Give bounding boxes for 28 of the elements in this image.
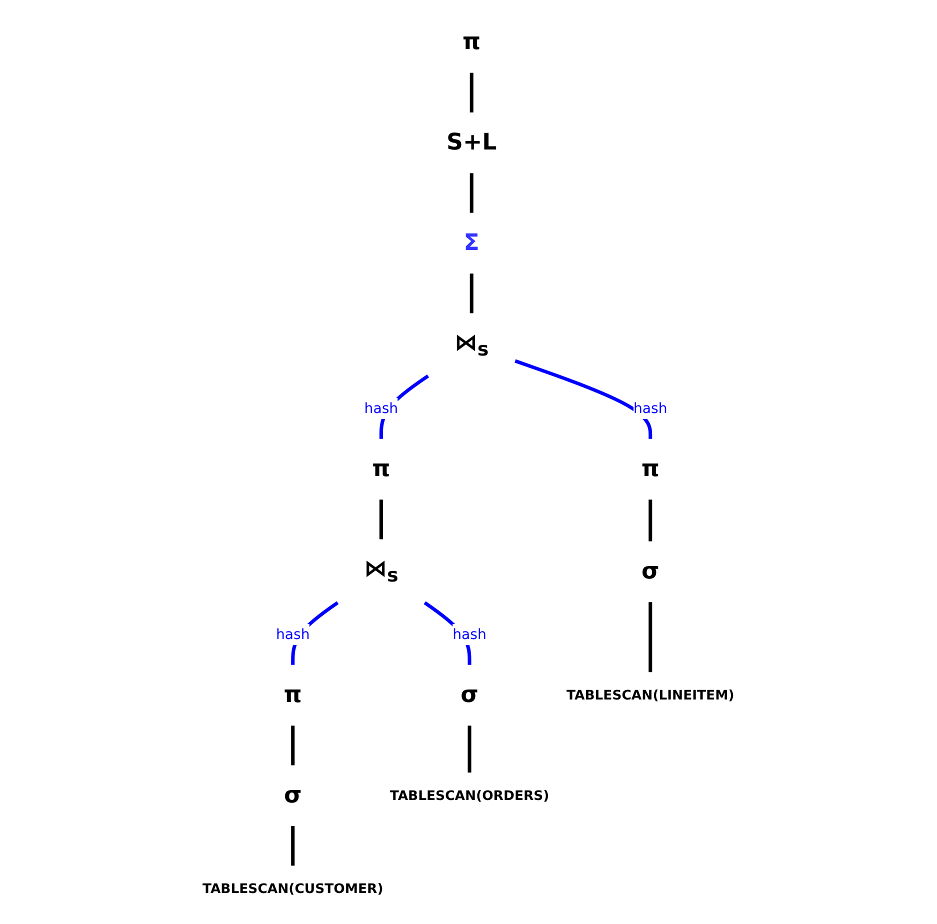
connector [468,726,472,773]
connector [470,274,474,314]
node-text: σ [284,782,302,808]
connector [380,500,384,540]
edge-label: hash [452,626,487,642]
node-text: TABLESCAN(CUSTOMER) [202,880,384,897]
edge-label: hash [364,400,398,416]
node-text: π [372,456,390,482]
edge-label: hash [276,626,310,642]
edge-label: hash [634,400,668,416]
connector [291,826,295,866]
node-text: Σ [464,230,480,256]
connector [470,173,474,213]
node-text: π [284,682,302,708]
connector [648,602,652,672]
node-text: ⋈$_{s}$ [454,330,489,361]
node-text: σ [642,558,660,584]
node-text: π [462,28,481,56]
node-text: π [641,456,660,482]
connector [514,359,652,439]
node-text: ⋈$_{s}$ [364,556,398,587]
node-text: σ [460,682,479,708]
connector [470,72,474,112]
node-text: S+L [446,129,497,156]
node-text: TABLESCAN(LINEITEM) [566,687,734,703]
connector [291,726,295,766]
connector [648,500,652,542]
node-text: TABLESCAN(ORDERS) [390,788,550,804]
